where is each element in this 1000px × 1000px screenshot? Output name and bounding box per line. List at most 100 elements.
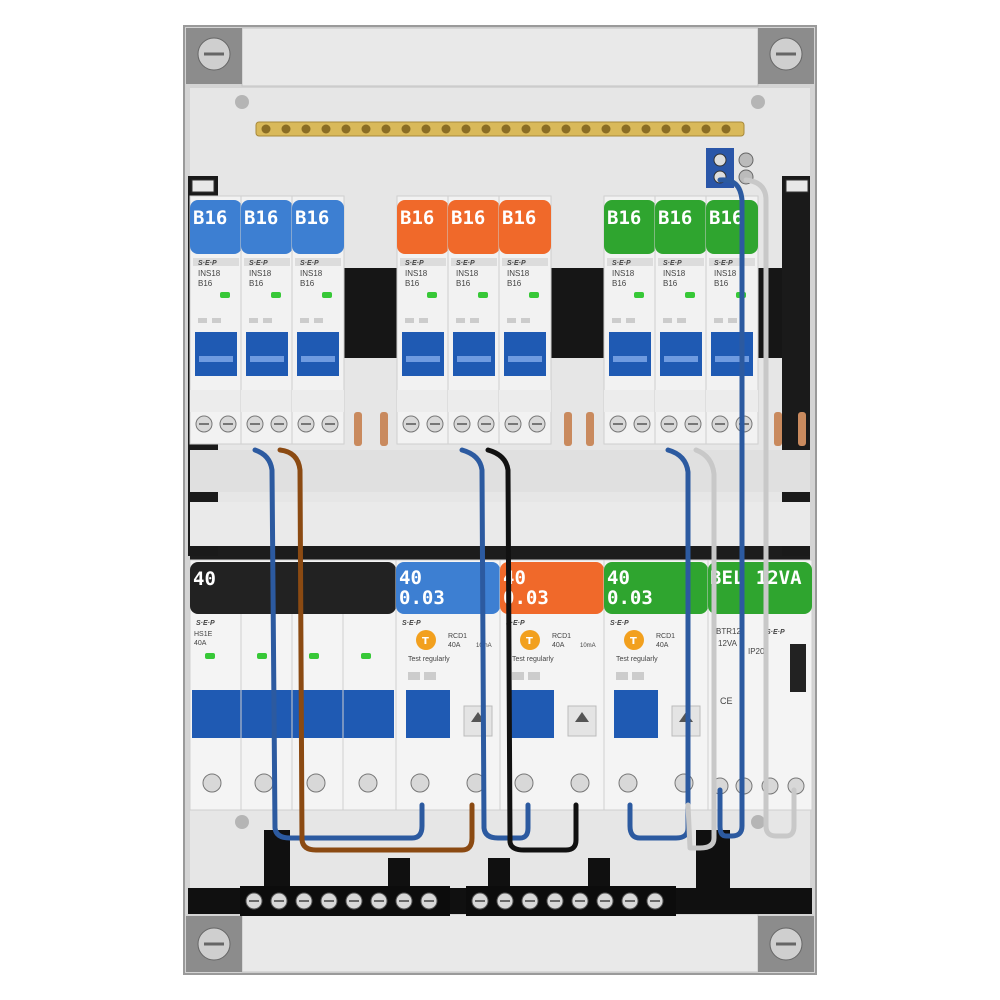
terminal-screw [570,773,590,793]
test-button-label: T [526,636,533,647]
neutral-bar-riser [488,858,510,890]
breaker-label: B16 [295,207,329,229]
transformer-switch[interactable] [790,644,806,692]
rating-text: B16 [249,279,264,288]
busbar-screw [721,124,731,134]
test-button[interactable] [624,630,644,650]
copper-busbar-tab [586,412,594,446]
side-label-left [191,179,215,193]
corner-screw-tl [186,28,242,84]
rcd-lever[interactable] [406,690,450,738]
breaker-label: B16 [244,207,278,229]
toggle-lever[interactable] [246,332,288,376]
toggle-lever[interactable] [402,332,444,376]
breaker-label: B16 [193,207,227,229]
busbar-screw [661,124,671,134]
toggle-lever[interactable] [609,332,651,376]
toggle-lever[interactable] [297,332,339,376]
toggle-lever[interactable] [195,332,237,376]
test-button-label: T [422,636,429,647]
status-led [478,292,488,298]
main-switch-lever[interactable] [192,690,394,738]
toggle-lever[interactable] [660,332,702,376]
status-led [634,292,644,298]
model-text: BTR12 [716,627,741,636]
status-led [685,292,695,298]
busbar-screw [461,124,471,134]
ce-mark: CE [720,696,733,706]
terminal-screw [618,773,638,793]
rating-text: B16 [198,279,213,288]
brand-text: S·E·P [300,260,319,267]
brand-text: S·E·P [456,260,475,267]
rating-text: 40A [448,642,461,649]
busbar-screw [601,124,611,134]
model-text: RCD1 [448,633,467,640]
busbar-screw [261,124,271,134]
copper-busbar-tab [380,412,388,446]
rcd-label-line1: 40 [399,567,422,589]
rcd-label-line2: 0.03 [503,587,549,609]
breaker-label-cap [604,200,656,254]
model-text: INS18 [405,269,428,278]
status-led [309,653,319,659]
transformer-label: BEL 12VA [710,567,802,589]
rating-text: B16 [612,279,627,288]
model-text: INS18 [714,269,737,278]
bottom-cover [241,913,759,973]
test-instruction: Test regularly [616,656,658,663]
brand-text: S·E·P [507,260,526,267]
rating-text: B16 [300,279,315,288]
rcd-label-line2: 0.03 [607,587,653,609]
neutral-bar-riser [388,858,410,890]
terminal-blocks [240,886,676,916]
test-button[interactable] [416,630,436,650]
model-text: INS18 [507,269,530,278]
rating-text: B16 [507,279,522,288]
toggle-lever[interactable] [711,332,753,376]
toggle-lever[interactable] [504,332,546,376]
rcd-label-cap [396,562,500,614]
brand-text: S·E·P [663,260,682,267]
breaker-label-cap [499,200,551,254]
busbar-screw [521,124,531,134]
status-led [529,292,539,298]
model-text: INS18 [663,269,686,278]
busbar-screw [501,124,511,134]
brand-text: S·E·P [766,629,785,636]
busbar-screw [421,124,431,134]
busbar-screw [301,124,311,134]
rcd-label-line2: 0.03 [399,587,445,609]
test-button[interactable] [520,630,540,650]
wire-blue [717,177,745,839]
toggle-lever[interactable] [453,332,495,376]
terminal-screw [410,773,430,793]
rcd-lever[interactable] [510,690,554,738]
corner-screw-tr [758,28,814,84]
breaker-label-cap [190,200,242,254]
breaker-label: B16 [400,207,434,229]
breaker-label-cap [655,200,707,254]
test-button-label: T [630,636,637,647]
breaker-label-cap [706,200,758,254]
model-text: INS18 [612,269,635,278]
neutral-bar-riser [588,858,610,890]
side-label-right [785,179,809,193]
rcd-lever[interactable] [614,690,658,738]
busbar-screw [341,124,351,134]
